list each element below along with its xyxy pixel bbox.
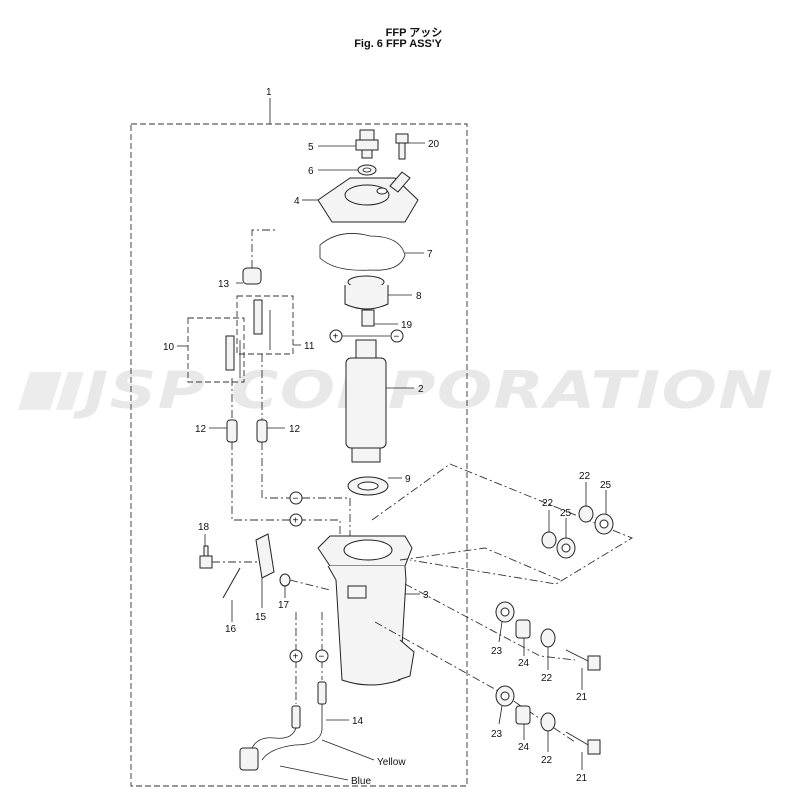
watermark-text: JSP CORPORATION xyxy=(73,361,774,421)
callout-16: 16 xyxy=(225,624,237,635)
callout-12b: 12 xyxy=(289,424,301,435)
part-22-washer-c xyxy=(540,628,556,648)
watermark: JSP CORPORATION xyxy=(18,361,774,421)
diagram-title-jp: FFP アッシ xyxy=(385,27,443,39)
callout-23a: 23 xyxy=(491,646,503,657)
part-21-bolt-b xyxy=(565,731,601,755)
callout-7: 7 xyxy=(427,249,433,260)
watermark-logo-mark xyxy=(18,372,62,410)
harness-wires xyxy=(225,299,271,378)
callout-20: 20 xyxy=(428,139,440,150)
part-7-gasket xyxy=(319,233,406,271)
callout-13: 13 xyxy=(218,279,230,290)
svg-text:−: − xyxy=(394,332,400,343)
watermark-logo-stripe xyxy=(56,372,84,410)
svg-text:−: − xyxy=(293,494,299,505)
callout-22b: 22 xyxy=(579,471,591,482)
part-23-collar-a xyxy=(495,601,515,623)
svg-text:+: + xyxy=(333,332,339,343)
callout-5: 5 xyxy=(308,142,314,153)
part-3-housing xyxy=(317,535,415,686)
part-8-ring-nut xyxy=(344,275,389,310)
part-16-clamp xyxy=(222,567,241,599)
plus-symbol-lead: + xyxy=(289,649,303,663)
plus-symbol-harness: + xyxy=(289,513,303,527)
minus-symbol-harness: − xyxy=(289,491,303,505)
part-24-spacer-b xyxy=(515,705,531,725)
part-21-bolt-a xyxy=(565,649,601,671)
part-4-cover xyxy=(317,171,419,223)
part-20-bolt xyxy=(395,133,409,160)
part-12-terminal-left xyxy=(226,419,238,443)
callout-15: 15 xyxy=(255,612,267,623)
callout-10: 10 xyxy=(163,342,175,353)
part-5-fitting xyxy=(355,129,379,159)
label-yellow: Yellow xyxy=(377,757,406,768)
callout-19: 19 xyxy=(401,320,413,331)
callout-24b: 24 xyxy=(518,742,530,753)
callout-12a: 12 xyxy=(195,424,207,435)
part-2-fuel-pump xyxy=(345,339,387,463)
callout-11: 11 xyxy=(304,341,315,352)
minus-terminal-symbol: − xyxy=(390,329,404,343)
label-blue: Blue xyxy=(351,776,371,787)
callout-22d: 22 xyxy=(541,755,553,766)
minus-symbol-lead: − xyxy=(315,649,329,663)
callout-14: 14 xyxy=(352,716,364,727)
part-19-connector xyxy=(361,309,375,327)
callout-25b: 25 xyxy=(600,480,612,491)
part-24-spacer-a xyxy=(515,619,531,639)
callout-25a: 25 xyxy=(560,508,572,519)
part-25-grommet-a xyxy=(556,537,576,559)
part-15-bracket xyxy=(255,533,275,579)
callout-24a: 24 xyxy=(518,658,530,669)
diagram-title-en: Fig. 6 FFP ASS'Y xyxy=(354,38,442,50)
plus-terminal-symbol: + xyxy=(329,329,343,343)
part-22-washer-b xyxy=(578,505,594,523)
svg-text:+: + xyxy=(293,652,299,663)
callout-2: 2 xyxy=(418,384,424,395)
callout-17: 17 xyxy=(278,600,290,611)
callout-4: 4 xyxy=(294,196,300,207)
callout-22a: 22 xyxy=(542,498,554,509)
part-17-washer xyxy=(279,573,291,587)
harness-10-group xyxy=(187,317,245,383)
harness-11-group xyxy=(236,295,294,355)
part-22-washer-a xyxy=(541,531,557,549)
callout-21b: 21 xyxy=(576,773,588,784)
part-14-wire-harness xyxy=(239,681,327,771)
leader-yellow xyxy=(321,739,375,761)
part-22-washer-d xyxy=(540,712,556,732)
part-13-clip xyxy=(242,267,262,285)
callout-6: 6 xyxy=(308,166,314,177)
callout-9: 9 xyxy=(405,474,411,485)
part-25-grommet-b xyxy=(594,513,614,535)
part-18-bolt xyxy=(199,545,213,569)
callout-1: 1 xyxy=(266,87,272,98)
part-23-collar-b xyxy=(495,685,515,707)
leader-blue xyxy=(279,765,349,781)
callout-21a: 21 xyxy=(576,692,588,703)
svg-text:+: + xyxy=(293,516,299,527)
callout-22c: 22 xyxy=(541,673,553,684)
callout-8: 8 xyxy=(416,291,422,302)
part-12-terminal-right xyxy=(256,419,268,443)
callout-18: 18 xyxy=(198,522,210,533)
assembly-boundary xyxy=(130,123,468,787)
callout-23b: 23 xyxy=(491,729,503,740)
svg-text:−: − xyxy=(319,652,325,663)
